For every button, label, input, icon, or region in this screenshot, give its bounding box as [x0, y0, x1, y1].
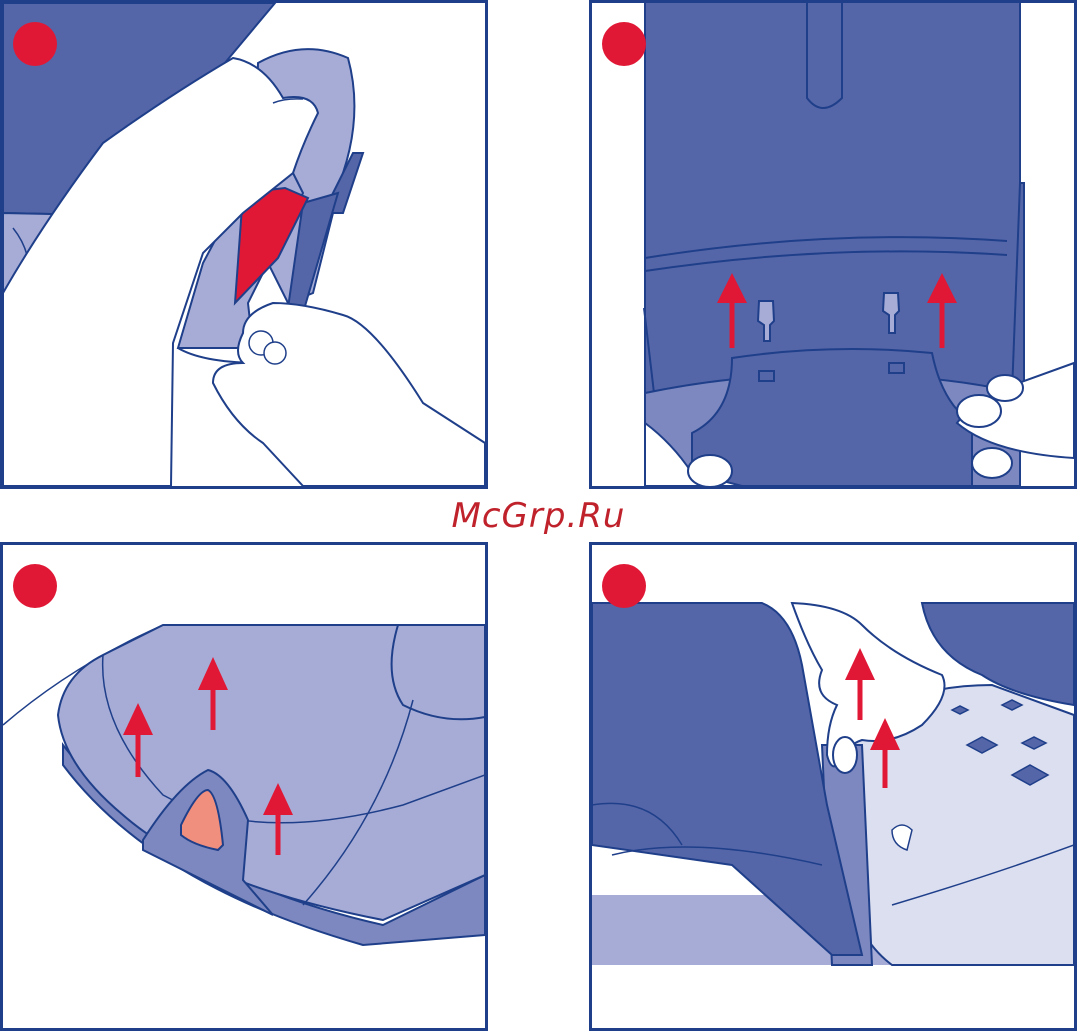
hand-icon — [213, 303, 485, 486]
step-3-panel — [0, 542, 488, 1031]
step-2-illustration — [592, 3, 1074, 486]
step-marker — [602, 22, 646, 66]
step-marker — [13, 564, 57, 608]
step-1-panel — [0, 0, 488, 489]
step-3-illustration — [3, 545, 485, 1028]
step-4-illustration — [592, 545, 1074, 1028]
step-marker — [602, 564, 646, 608]
step-marker — [13, 22, 57, 66]
step-1-illustration — [3, 3, 485, 486]
step-4-panel — [589, 542, 1077, 1031]
step-2-panel — [589, 0, 1077, 489]
watermark: McGrp.Ru — [0, 496, 1077, 536]
